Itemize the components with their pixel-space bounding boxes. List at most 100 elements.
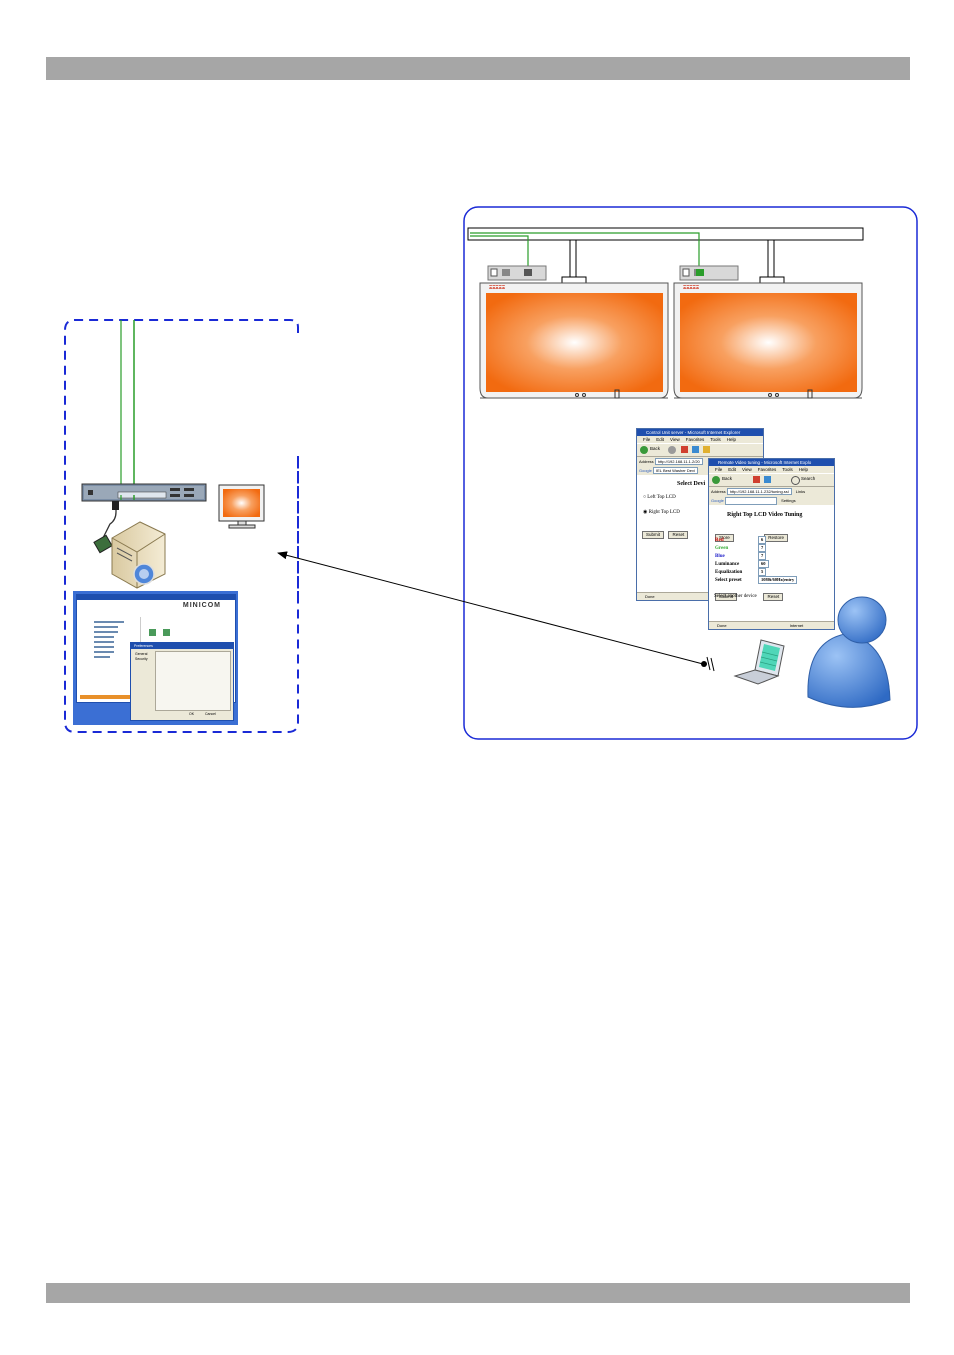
settings-label[interactable]: Settings — [781, 498, 796, 503]
menu-tools[interactable]: Tools — [782, 467, 793, 472]
google-label: Google — [639, 468, 652, 473]
back-label[interactable]: Back — [650, 446, 661, 451]
reset-button[interactable]: Reset — [763, 593, 784, 601]
menu-view[interactable]: View — [670, 437, 680, 442]
back-icon[interactable] — [712, 476, 720, 484]
menu-favorites[interactable]: Favorites — [685, 437, 705, 442]
address-bar: Address http://192.168.11.1.232/tuning.s… — [709, 487, 834, 496]
refresh-icon[interactable] — [692, 446, 699, 453]
green-select[interactable]: 7 — [758, 544, 767, 552]
dialog-ok-button[interactable]: OK — [189, 712, 195, 716]
local-monitor — [218, 484, 265, 529]
submit-button[interactable]: Submit — [715, 593, 738, 601]
kvm-switch — [81, 483, 207, 502]
links-label[interactable]: Links — [795, 489, 806, 494]
toolbar: Back — [637, 443, 763, 457]
back-icon[interactable] — [640, 446, 648, 454]
dialog-title: Preferences — [131, 643, 233, 649]
preferences-dialog: Preferences General Security OK Cancel — [130, 642, 234, 721]
refresh-icon[interactable] — [764, 476, 771, 483]
brand-label-left: ΞΞΞΞΞ — [489, 285, 506, 291]
dialog-panel — [155, 651, 231, 711]
google-bar: Google Settings — [709, 496, 834, 505]
search-label[interactable]: Search — [801, 476, 816, 481]
menu-help[interactable]: Help — [726, 437, 737, 442]
address-bar: Address http://192.168.11.1.2/20 — [637, 457, 763, 466]
brand-logo: MINICOM — [182, 602, 221, 609]
window-title: Control Unit server - Microsoft Internet… — [637, 429, 763, 436]
receiver-unit-left — [487, 265, 547, 281]
brand-label-right: ΞΞΞΞΞ — [683, 285, 700, 291]
header-bar — [46, 57, 910, 80]
device-icon-2 — [163, 629, 170, 636]
menu-edit[interactable]: Edit — [728, 467, 737, 472]
page-heading: Select Devi — [677, 481, 706, 487]
laptop — [733, 639, 785, 685]
menu-help[interactable]: Help — [798, 467, 809, 472]
bottom-orange-buttons — [80, 695, 140, 699]
remote-connection-line — [277, 551, 704, 665]
stop-icon[interactable] — [753, 476, 760, 483]
server-tower — [111, 521, 166, 589]
menu-edit[interactable]: Edit — [656, 437, 665, 442]
google-bar: Google IEL Best Washer Devi — [637, 466, 763, 475]
luminance-select[interactable]: 60 — [758, 560, 769, 568]
reset-button[interactable]: Reset — [668, 531, 689, 539]
select-another-link[interactable]: Select another device — [714, 594, 757, 599]
browser-window-video-tuning: Remote Video tuning - Microsoft Internet… — [708, 458, 835, 630]
status-bar: Done — [637, 592, 763, 600]
large-display-left — [479, 282, 669, 399]
user-figure — [807, 596, 891, 708]
preset-select[interactable]: 1080i/60Hz(entry — [758, 576, 798, 584]
dialog-cancel-button[interactable]: Cancel — [205, 712, 216, 716]
window-title: Remote Video tuning - Microsoft Internet… — [709, 459, 834, 466]
stop-icon[interactable] — [681, 446, 688, 453]
equalization-select[interactable]: 5 — [758, 568, 767, 576]
forward-icon[interactable] — [668, 446, 676, 454]
address-field[interactable]: http://192.168.11.1.2/20 — [654, 458, 703, 465]
google-search-field[interactable] — [725, 496, 778, 505]
store-button[interactable]: Store — [715, 534, 734, 542]
desktop-screenshot: MINICOM Preferences General Security OK … — [73, 591, 238, 725]
restore-button[interactable]: Restore — [764, 534, 788, 542]
address-label: Address — [711, 489, 726, 494]
dialog-item-general[interactable]: General — [135, 652, 148, 656]
menu-tools[interactable]: Tools — [710, 437, 721, 442]
page-heading: Right Top LCD Video Tuning — [727, 512, 803, 518]
back-label[interactable]: Back — [722, 476, 733, 481]
menu-view[interactable]: View — [742, 467, 752, 472]
menu-file[interactable]: File — [715, 467, 723, 472]
google-search-field[interactable]: IEL Best Washer Devi — [653, 467, 698, 474]
radio-selected-icon[interactable]: ◉ — [643, 510, 649, 515]
address-field[interactable]: http://192.168.11.1.232/tuning.ssl — [726, 488, 792, 495]
search-icon[interactable] — [791, 476, 800, 485]
device-icon — [149, 629, 156, 636]
menu-bar: File Edit View Favorites Tools Help — [637, 436, 763, 443]
usb-adapter — [93, 534, 113, 554]
submit-button[interactable]: Submit — [642, 531, 665, 539]
remote-site-border — [463, 206, 918, 740]
red-select[interactable]: 6 — [758, 536, 767, 544]
option-right-lcd[interactable]: ◉ Right Top LCD — [643, 510, 680, 515]
radio-icon[interactable]: ○ — [643, 495, 648, 500]
ceiling-rail — [467, 227, 864, 241]
menu-file[interactable]: File — [643, 437, 651, 442]
mount-right — [759, 240, 785, 284]
menu-favorites[interactable]: Favorites — [757, 467, 777, 472]
option-left-lcd[interactable]: ○ Left Top LCD — [643, 495, 676, 500]
footer-bar — [46, 1283, 910, 1303]
menu-bar: File Edit View Favorites Tools Help — [709, 466, 834, 473]
address-label: Address — [639, 459, 654, 464]
dialog-item-security[interactable]: Security — [135, 657, 148, 661]
home-icon[interactable] — [703, 446, 710, 453]
large-display-right — [673, 282, 863, 399]
local-site-border — [64, 319, 299, 733]
receiver-unit-right — [679, 265, 739, 281]
blue-select[interactable]: 7 — [758, 552, 767, 560]
